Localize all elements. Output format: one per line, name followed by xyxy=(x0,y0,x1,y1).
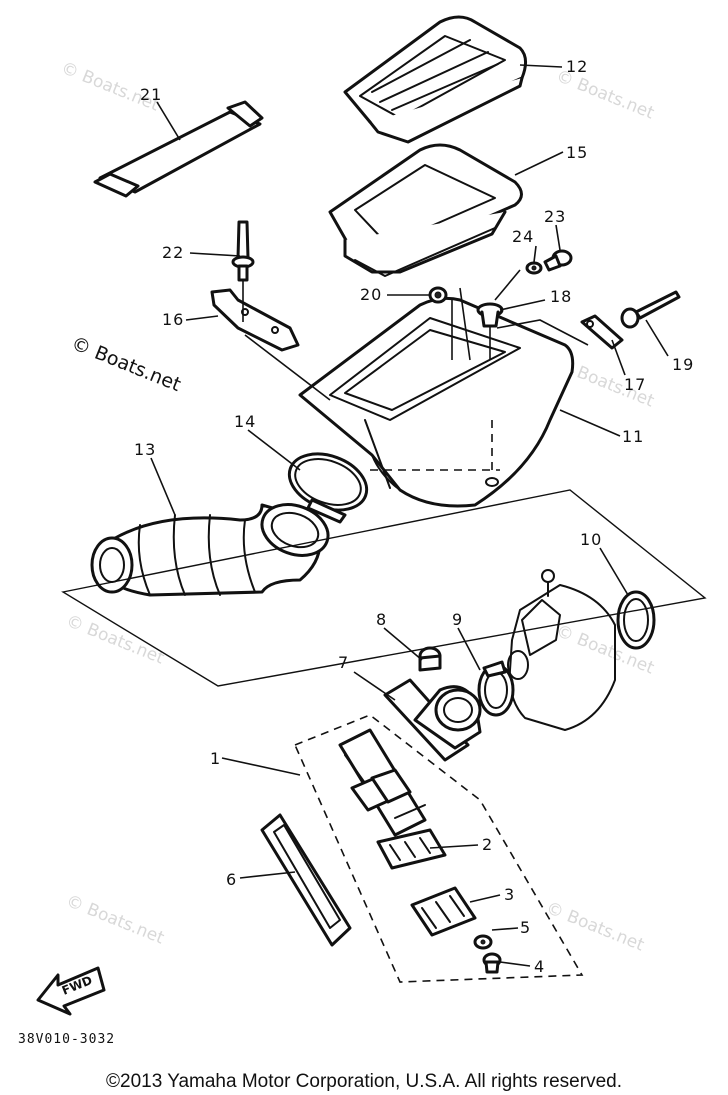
callout-12: 12 xyxy=(566,57,588,76)
assembly-boundary xyxy=(293,714,584,983)
callout-5: 5 xyxy=(520,918,531,937)
part-5-washer xyxy=(473,934,493,950)
callout-16: 16 xyxy=(162,310,184,329)
copyright-notice: ©2013 Yamaha Motor Corporation, U.S.A. A… xyxy=(106,1071,622,1092)
watermark: © Boats.net xyxy=(543,898,647,956)
part-17-clip xyxy=(580,314,624,350)
part-8-bolt xyxy=(418,646,442,672)
part-15-intake-duct xyxy=(328,143,523,277)
part-22-stud xyxy=(231,220,255,282)
callout-7: 7 xyxy=(338,653,349,672)
callout-17: 17 xyxy=(624,375,646,394)
callout-22: 22 xyxy=(162,243,184,262)
watermark-dark: © Boats.net xyxy=(68,332,184,396)
callout-19: 19 xyxy=(672,355,694,374)
part-7-manifold xyxy=(383,678,482,762)
part-20-nut xyxy=(428,286,448,304)
callout-3: 3 xyxy=(504,885,515,904)
callout-20: 20 xyxy=(360,285,382,304)
part-2-reed-petal xyxy=(376,828,447,870)
fwd-arrow-icon: FWD xyxy=(36,966,106,1016)
callout-18: 18 xyxy=(550,287,572,306)
part-16-bracket xyxy=(210,288,300,352)
part-9-clamp xyxy=(477,660,515,717)
mounting-outline xyxy=(61,489,707,687)
callout-8: 8 xyxy=(376,610,387,629)
callout-23: 23 xyxy=(544,207,566,226)
part-1-reed-valve-assembly xyxy=(338,728,427,837)
callout-13: 13 xyxy=(134,440,156,459)
reference-lines xyxy=(242,269,589,471)
part-14-clamp xyxy=(287,452,369,524)
callout-labels: 12 15 21 22 23 24 20 18 16 19 17 11 14 1… xyxy=(134,57,694,976)
callout-1: 1 xyxy=(210,749,221,768)
callout-15: 15 xyxy=(566,143,588,162)
carburetor-outline xyxy=(507,569,616,731)
part-23-bolt xyxy=(543,249,573,272)
part-13-intake-hose xyxy=(90,503,330,597)
callout-11: 11 xyxy=(622,427,644,446)
callout-14: 14 xyxy=(234,412,256,431)
part-21-strap xyxy=(93,100,264,198)
part-12-intake-grille xyxy=(343,15,527,144)
part-24-washer xyxy=(525,261,543,275)
part-4-screw xyxy=(482,952,502,974)
watermark: © Boats.net xyxy=(63,611,167,669)
part-3-reed-stopper xyxy=(410,886,477,937)
callout-6: 6 xyxy=(226,870,237,889)
part-11-air-box xyxy=(298,296,575,508)
callout-21: 21 xyxy=(140,85,162,104)
callout-10: 10 xyxy=(580,530,602,549)
callout-4: 4 xyxy=(534,957,545,976)
part-10-clamp-band xyxy=(616,590,656,650)
watermark: © Boats.net xyxy=(63,891,167,949)
part-6-gasket xyxy=(260,813,352,947)
part-19-pin xyxy=(620,290,681,329)
diagram-code: 38V010-3032 xyxy=(18,1032,116,1047)
leader-lines xyxy=(150,64,669,967)
callout-24: 24 xyxy=(512,227,534,246)
callout-9: 9 xyxy=(452,610,463,629)
callout-2: 2 xyxy=(482,835,493,854)
